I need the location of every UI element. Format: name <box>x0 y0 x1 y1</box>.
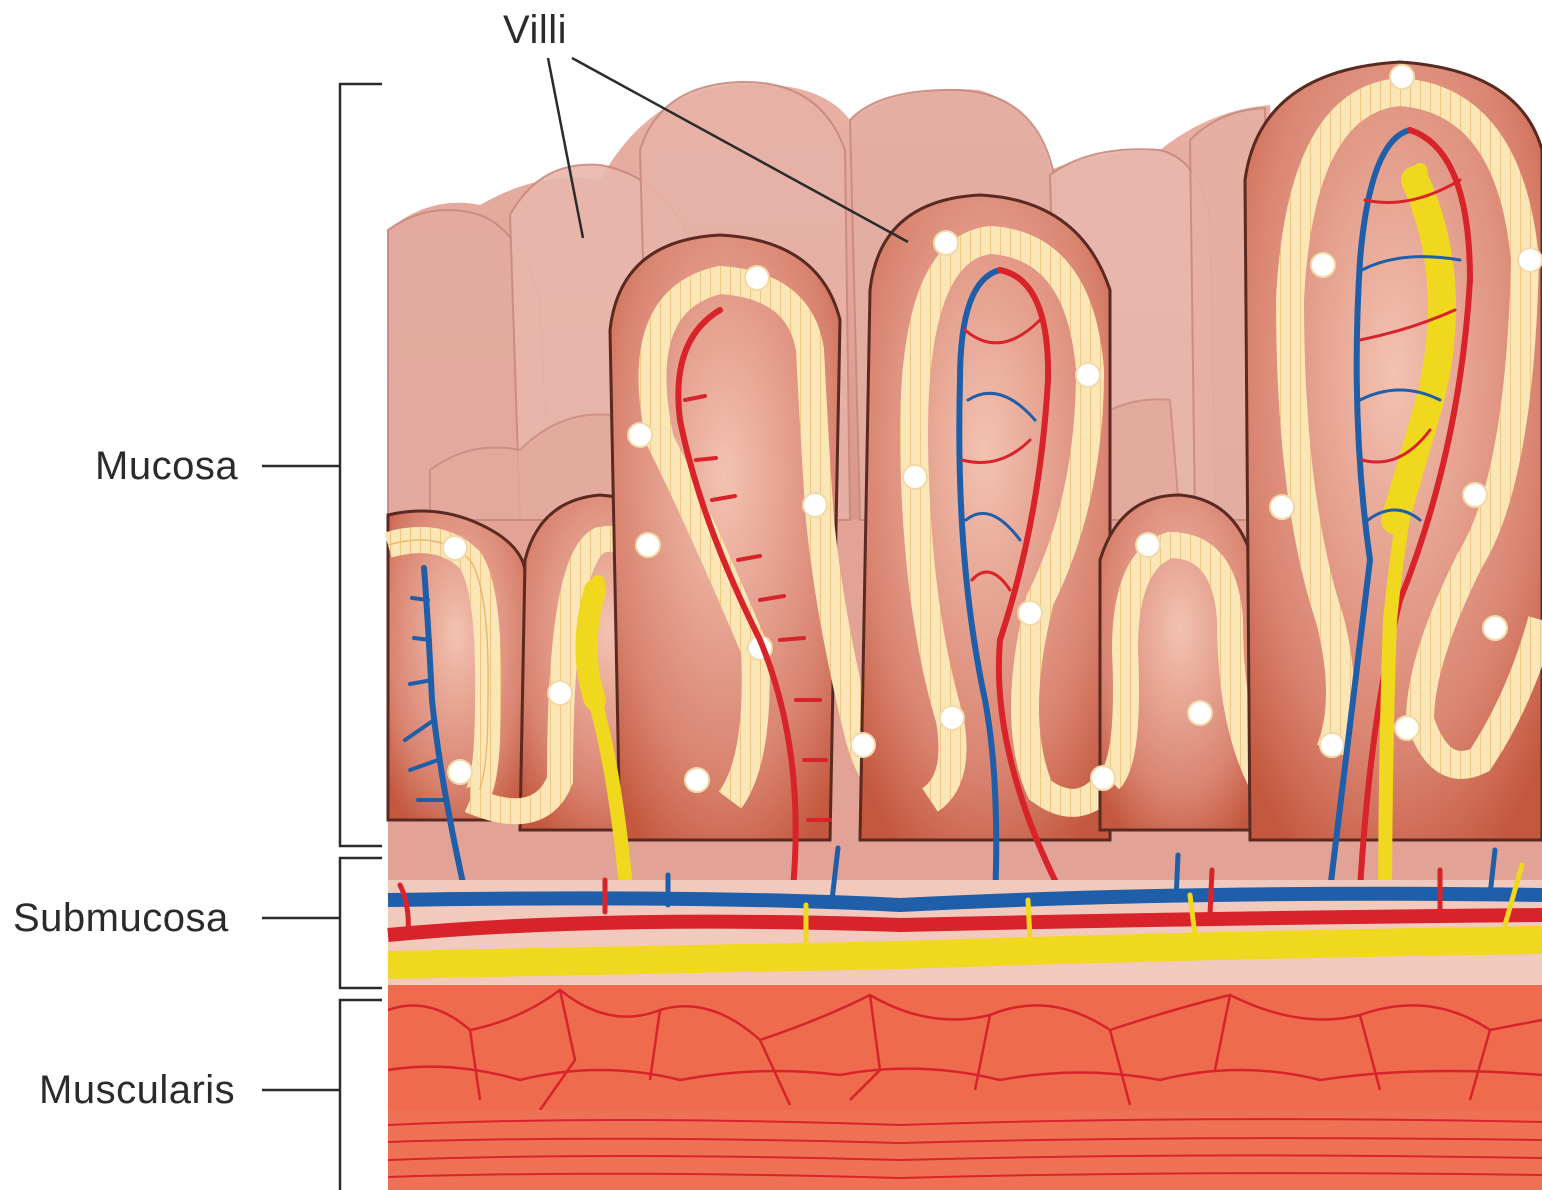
villus-4 <box>860 195 1110 840</box>
mucosa-bracket <box>340 84 382 846</box>
submucosa-bracket <box>340 858 382 988</box>
muscularis-bracket <box>340 1000 382 1190</box>
submucosa-label: Submucosa <box>13 898 229 938</box>
mucosa-label: Mucosa <box>95 446 238 486</box>
muscularis-label: Muscularis <box>39 1070 235 1110</box>
muscularis-layer <box>388 985 1542 1190</box>
villi-label: Villi <box>503 10 567 50</box>
